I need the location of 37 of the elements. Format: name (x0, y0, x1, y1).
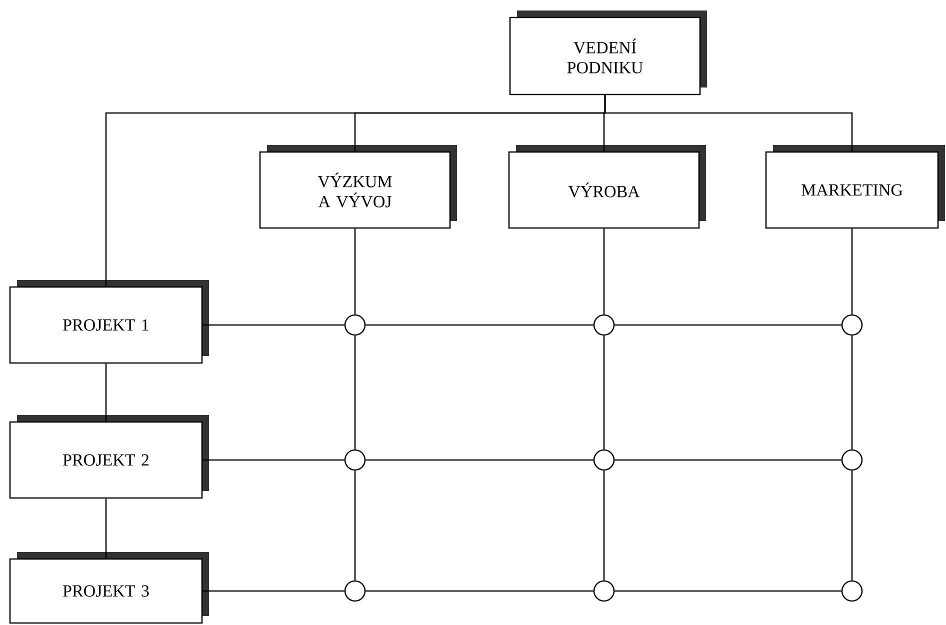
junction-circle (344, 449, 366, 471)
junction-circle (841, 314, 863, 336)
junction-circle (344, 580, 366, 602)
connector-line (366, 324, 594, 326)
connector-line (202, 590, 344, 592)
connector-line (851, 228, 853, 314)
connector-line (603, 470, 605, 580)
junction-circle (593, 580, 615, 602)
org-box: MARKETING (765, 145, 945, 229)
connector-line (614, 324, 842, 326)
junction-circle (841, 449, 863, 471)
connector-line (354, 470, 356, 580)
connector-line (614, 590, 842, 592)
connector-line (105, 498, 107, 558)
connector-line (603, 336, 605, 450)
junction-circle (841, 580, 863, 602)
junction-circle (593, 449, 615, 471)
connector-line (614, 459, 842, 461)
org-box: PROJEKT 2 (9, 415, 209, 499)
connector-line (105, 364, 107, 422)
org-box: VÝROBA (508, 145, 706, 229)
org-box: PROJEKT 1 (9, 280, 209, 364)
connector-line (603, 228, 605, 314)
junction-circle (593, 314, 615, 336)
connector-line (105, 95, 606, 286)
connector-line (851, 336, 853, 450)
org-box: VEDENÍ PODNIKU (509, 10, 707, 96)
org-box: VÝZKUM A VÝVOJ (259, 145, 457, 229)
connector-line (851, 470, 853, 580)
connector-line (202, 324, 344, 326)
connector-line (366, 590, 594, 592)
org-box: PROJEKT 3 (9, 552, 209, 624)
connector-line (354, 336, 356, 450)
connector-line (354, 228, 356, 314)
connector-line (366, 459, 594, 461)
junction-circle (344, 314, 366, 336)
connector-line (202, 459, 344, 461)
